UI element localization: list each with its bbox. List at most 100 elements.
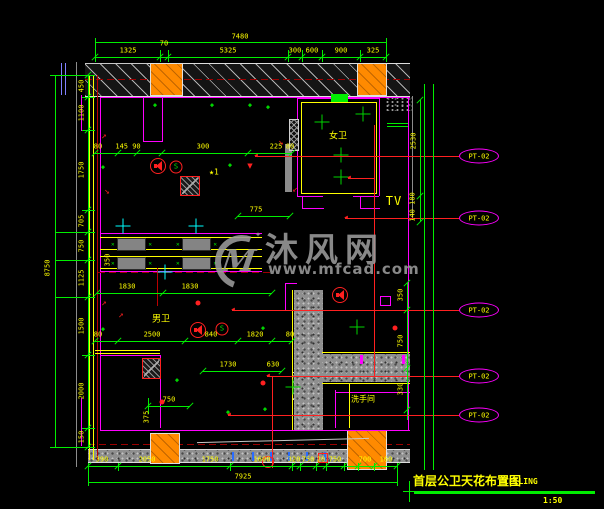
downlight-symbol: ◆: [247, 101, 253, 109]
dim-label: 7925: [234, 472, 252, 481]
top-wall-hatch: [85, 63, 410, 97]
leader-line: [374, 125, 375, 376]
room-wall: [285, 283, 286, 311]
leader-line: [272, 376, 273, 468]
stone-joint: [402, 355, 405, 364]
stone-band-horizontal: [322, 354, 410, 382]
dim-line: [88, 75, 89, 447]
downlight-symbol: ◆: [174, 376, 180, 384]
watermark-url: www.mfcad.com: [268, 260, 420, 278]
dim-line: [95, 153, 292, 154]
dim-label: 300: [196, 142, 210, 151]
ceiling-light-symbol: [157, 264, 173, 280]
room-wall: [379, 98, 380, 196]
dim-label: 2000: [77, 382, 86, 400]
wall-line: [76, 62, 77, 467]
dim-label: 630: [266, 360, 280, 369]
slope-arrow: ↙: [292, 184, 298, 195]
dim-tick: [186, 402, 194, 410]
ceiling-wall-line: [408, 97, 409, 430]
tile-mark: [306, 452, 308, 461]
finish-tag-pt02: PT-02: [459, 148, 499, 164]
dim-ext: [50, 75, 95, 76]
watermark: M ✦ 沐风网 www.mfcad.com: [206, 221, 419, 298]
wall-line: [89, 75, 90, 460]
room-wall: [95, 350, 160, 351]
dim-label: 1125: [77, 269, 86, 287]
room-wall: [335, 390, 336, 428]
stone-edge: [322, 352, 410, 353]
watermark-logo-m: M: [219, 244, 258, 279]
dim-ext: [358, 463, 359, 471]
tile-mark: [288, 452, 290, 461]
dim-ext: [292, 463, 293, 471]
trough-line: [100, 249, 262, 250]
dim-ext: [55, 297, 95, 298]
finish-tag-pt02: PT-02: [459, 210, 499, 226]
ceiling-light-symbol: [285, 379, 301, 395]
dim-tick: [278, 367, 286, 375]
watermark-star-icon: ✦: [255, 229, 262, 240]
room-wall: [160, 355, 161, 428]
dim-ext: [50, 447, 95, 448]
leader-arrow: ◀: [231, 306, 235, 313]
column-bottom-right: [347, 430, 387, 470]
trough-line: [100, 256, 262, 257]
dim-label: 80: [93, 330, 103, 339]
drawing-title: 首层公卫天花布置图: [413, 474, 522, 488]
dim-ext: [82, 130, 95, 131]
trough-line: [100, 233, 262, 234]
dim-ext: [55, 232, 95, 233]
speaker-symbol: [332, 287, 348, 303]
trough-line: [100, 268, 262, 269]
wall-line: [81, 398, 82, 446]
wall-line: [85, 63, 148, 64]
spot-marker: [159, 399, 165, 405]
dim-label: 840: [204, 330, 218, 339]
downlight-symbol: ◆: [209, 101, 215, 109]
reference-line: [424, 84, 425, 470]
wall-centerline: [88, 444, 410, 445]
dim-ext: [316, 463, 317, 471]
fluorescent-fixture: [111, 257, 152, 270]
dim-label: 8750: [43, 259, 52, 277]
downlight-symbol: ◆: [262, 405, 268, 413]
dim-ext: [82, 97, 95, 98]
room-wall: [353, 196, 379, 197]
column-bottom-left: [150, 433, 180, 464]
dim-label: 750: [301, 455, 315, 464]
room-wall: [285, 283, 297, 284]
finish-tag-pt02: PT-02: [459, 302, 499, 318]
stone-joint: [360, 355, 363, 364]
dim-label: 330: [396, 382, 405, 396]
wall-line: [412, 96, 413, 220]
dim-label: 750: [77, 239, 86, 253]
dim-ext: [230, 463, 231, 471]
tv-label: TV: [385, 194, 403, 208]
dim-label: 20: [316, 455, 326, 464]
leader-line: [267, 376, 459, 377]
drawing-scale: 1:50: [543, 496, 563, 505]
dim-label: 300: [288, 46, 302, 55]
dim-label: 1325: [119, 46, 137, 55]
dim-ext: [386, 38, 387, 62]
downlight-arrow: ▼: [247, 161, 253, 172]
ceiling-wall-line: [100, 430, 410, 431]
dim-label: 1500: [77, 317, 86, 335]
dim-label: 1830: [181, 282, 199, 291]
ceiling-slope-line: [197, 437, 369, 444]
fluorescent-fixture: [111, 238, 152, 251]
hatch-patch: [385, 96, 412, 111]
dim-label: 160: [379, 455, 393, 464]
dim-label: 750: [396, 334, 405, 348]
watermark-brand: 沐风网: [265, 230, 385, 269]
spot-marker: [260, 380, 266, 386]
slope-arrow: ↗: [101, 131, 107, 142]
speaker-symbol: [150, 158, 166, 174]
dim-ext: [55, 260, 95, 261]
dim-ext: [300, 463, 301, 471]
dim-label: 1750: [201, 455, 219, 464]
leader-arrow: ◀: [266, 372, 270, 379]
dim-ext: [82, 428, 95, 429]
